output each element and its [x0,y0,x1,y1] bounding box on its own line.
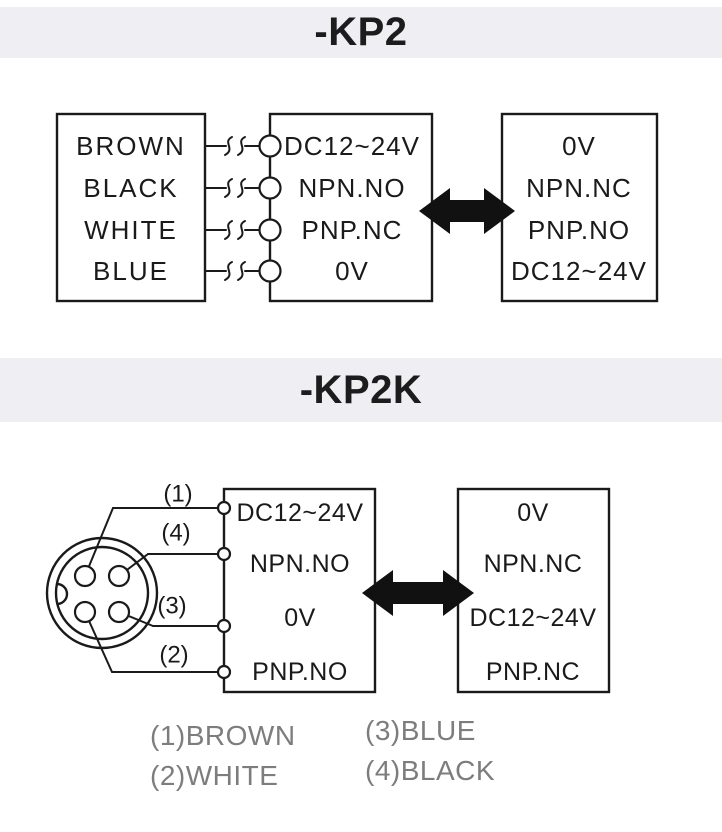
connector-outer-ring [45,536,159,650]
pin-number-label: (2) [159,642,188,669]
legend-entry: (1)BROWN [150,720,296,751]
connector-pin-icon [107,600,131,624]
kp2-inverse-label: PNP.NO [528,215,630,245]
wire-break-icon [237,261,246,281]
legend-entry: (3)BLUE [365,715,476,746]
kp2-output-label: 0V [335,256,369,286]
pin-lead-line [84,507,114,577]
bidirectional-arrow-icon [419,188,515,234]
legend-entry: (2)WHITE [150,760,279,791]
wire-break-icon [237,136,246,156]
terminal-ring-icon [258,259,282,283]
kp2-inverse-label: DC12~24V [511,256,647,286]
kp2k-inverse-label: PNP.NC [486,658,580,686]
terminal-ring-icon [216,664,232,680]
connector-pin-icon [107,564,131,588]
bidirectional-arrow-icon [362,570,474,616]
pin-number-label: (3) [157,593,186,620]
kp2k-inverse-label: 0V [517,499,549,527]
kp2-output-label: NPN.NO [298,173,405,203]
kp2-wires [204,136,261,281]
terminal-ring-icon [258,176,282,200]
kp2k-output-label: DC12~24V [237,499,364,527]
kp2k-output-label: NPN.NO [250,550,350,578]
pin-number-label: (4) [161,520,190,547]
kp2k-wiring-diagram: (1) (4) (3) (2) DC12~24V NPN.NO 0V PNP.N… [45,481,611,694]
kp2-wire-color-box [55,112,207,303]
kp2-wire-label: BLUE [93,256,169,286]
kp2-section-title: -KP2 [314,10,408,54]
wire-break-icon [237,178,246,198]
wire-break-icon [224,178,233,198]
wire-break-icon [224,220,233,240]
kp2-inverse-label: NPN.NC [526,173,632,203]
pin-color-legend-column-2: (3)BLUE (4)BLACK [365,711,495,791]
pin-number-label: (1) [163,481,192,508]
wire-break-icon [224,136,233,156]
connector-keyway-notch [56,582,69,606]
connector-pin-icon [73,564,97,588]
wire-break-icon [224,261,233,281]
kp2-wiring-diagram: BROWN BLACK WHITE BLUE DC12~24V NPN.NO P… [55,112,659,303]
legend-entry: (4)BLACK [365,755,496,786]
kp2-wire-label: WHITE [84,215,178,245]
m12-connector-icon [45,536,159,650]
kp2-inverse-label: 0V [562,131,596,161]
kp2k-inverse-label: DC12~24V [470,604,597,632]
pin-color-legend-column-1: (1)BROWN (2)WHITE [150,716,296,796]
kp2k-title-band: -KP2K [0,358,722,422]
wire-break-icon [237,220,246,240]
terminal-ring-icon [216,500,232,516]
terminal-ring-icon [216,546,232,562]
terminal-ring-icon [258,134,282,158]
connector-inner-ring [54,545,150,641]
kp2-output-label: PNP.NC [302,215,403,245]
kp2k-inverse-label: NPN.NC [484,550,583,578]
kp2k-output-label: PNP.NO [252,658,348,686]
terminal-ring-icon [258,218,282,242]
kp2-output-label: DC12~24V [284,131,420,161]
kp2-wire-label: BROWN [76,131,186,161]
kp2-wire-label: BLACK [83,173,178,203]
connector-pin-icon [73,600,97,624]
kp2-title-band: -KP2 [0,7,722,58]
kp2k-section-title: -KP2K [299,367,423,412]
terminal-ring-icon [216,618,232,634]
kp2k-output-label: 0V [284,604,316,632]
